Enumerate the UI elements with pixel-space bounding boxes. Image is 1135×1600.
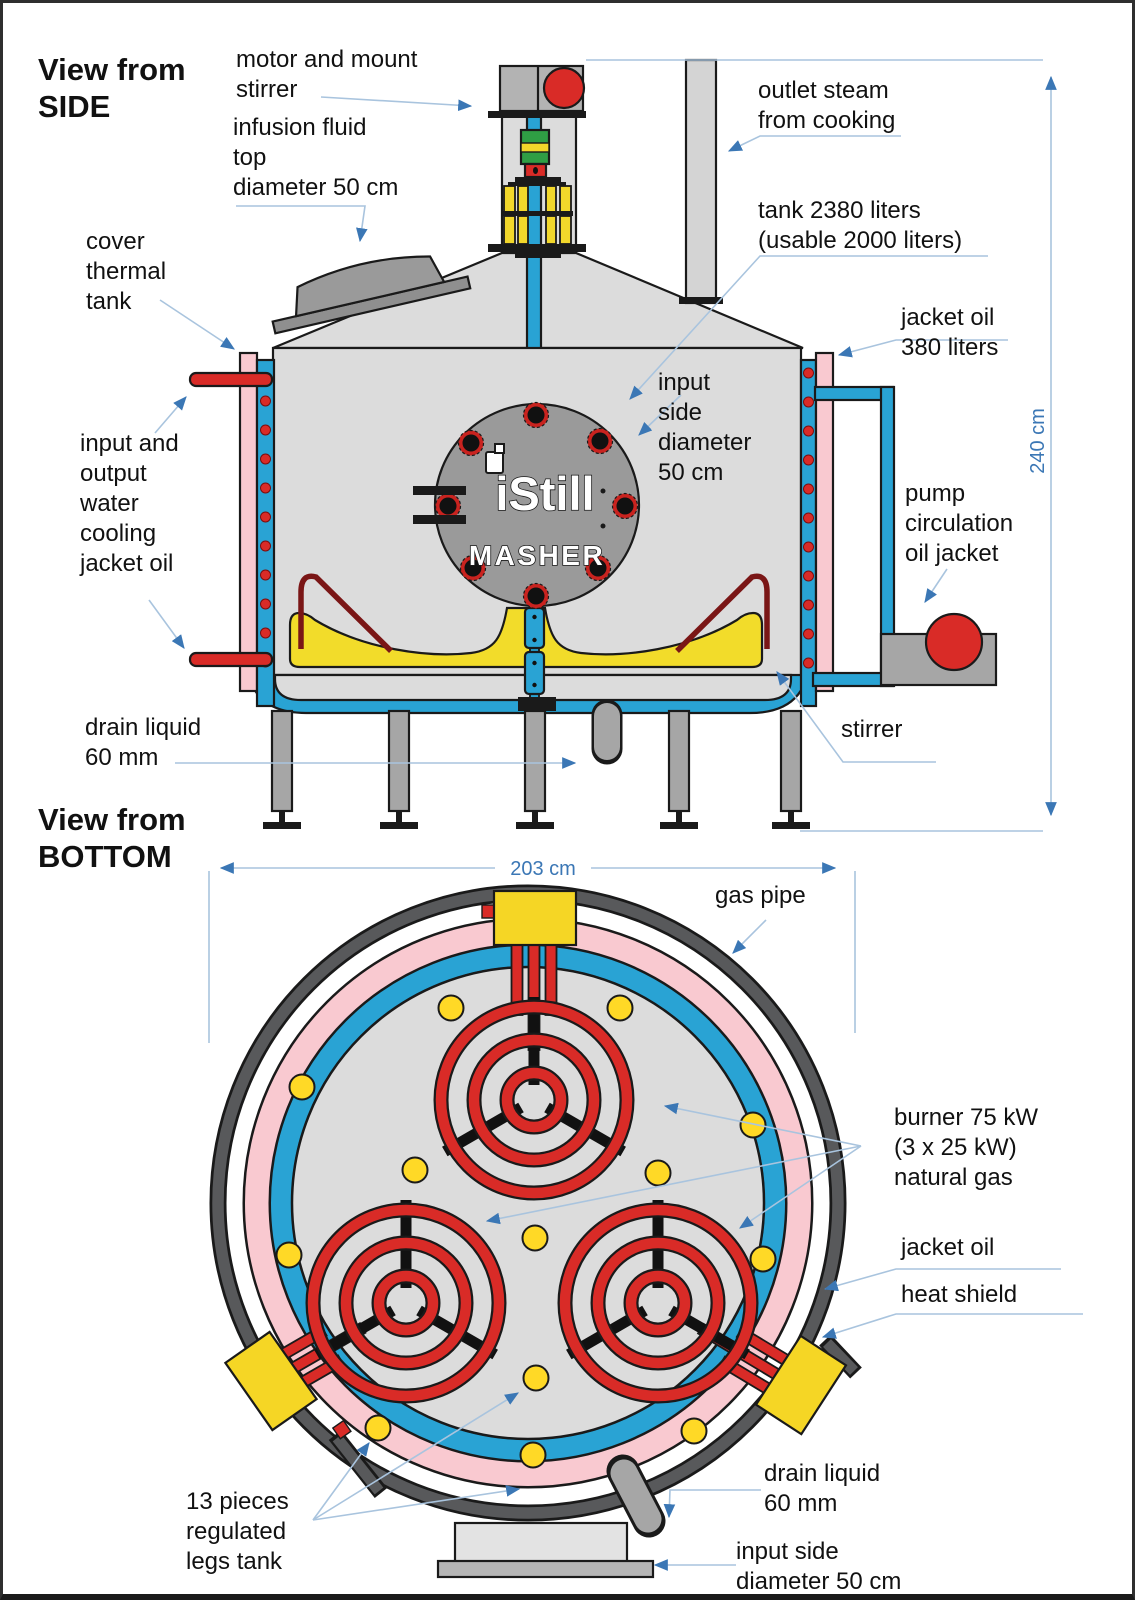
input-pedestal (436, 1521, 655, 1579)
gas-valve-box-right (754, 1334, 848, 1436)
label-pump: pump circulation oil jacket (905, 480, 1014, 567)
leader-burner-3 (739, 1145, 862, 1229)
leader-burner-2 (485, 1145, 862, 1225)
label-infusion: infusion fluid top diameter 50 cm (233, 114, 399, 201)
tank-legs (263, 709, 810, 829)
leader-input-side (638, 394, 682, 436)
side-view-title: View from SIDE (38, 52, 186, 124)
left-oil-jacket (238, 351, 276, 708)
oil-circulation-pipes (811, 385, 896, 688)
label-drain-bottom: drain liquid 60 mm (764, 1460, 881, 1517)
label-jacket-oil-380: jacket oil 380 liters (901, 304, 999, 361)
motor-cap (542, 66, 586, 110)
label-gas-pipe: gas pipe (715, 882, 806, 909)
thermal-cover (271, 255, 472, 335)
gas-connector (331, 1419, 352, 1440)
leader-drain-bottom (663, 1489, 761, 1519)
leg-positions (275, 994, 777, 1469)
leader-jacket-oil (837, 339, 1008, 358)
leader-jacket-oil-bottom (823, 1268, 1061, 1292)
water-cooling-pipes (188, 371, 274, 668)
label-outlet-steam: outlet steam from cooking (758, 77, 896, 134)
coupling-bars (503, 185, 572, 245)
label-water-cooling: input and output water cooling jacket oi… (80, 430, 179, 577)
label-tank-capacity: tank 2380 liters (usable 2000 liters) (758, 197, 963, 254)
stirrer-hook-left (298, 573, 393, 653)
logo-brand: iStill (495, 467, 594, 520)
stirrer-shaft-lower (518, 606, 556, 711)
manhole-bolts (434, 401, 639, 610)
manhole: iStill MASHER (413, 401, 641, 610)
dimension-203-label: 203 cm (510, 858, 576, 880)
kettle-icon (485, 443, 505, 474)
leader-water-top (154, 396, 187, 434)
label-cover: cover thermal tank (86, 228, 167, 315)
side-view-leaders: 240 cm (148, 59, 1057, 832)
label-stirrer: stirrer (841, 716, 903, 743)
leader-pump (924, 568, 948, 603)
leader-outlet (727, 135, 901, 152)
right-jacket-rivets (803, 367, 814, 669)
stirrer-hook-right (675, 573, 770, 653)
right-oil-jacket (799, 351, 835, 708)
steam-outlet-pipe (679, 58, 723, 305)
circulation-pump (879, 612, 998, 687)
leader-gas-pipe (732, 919, 767, 954)
label-jacket-oil-bottom: jacket oil (901, 1234, 995, 1261)
motor-assembly (488, 64, 586, 258)
leader-cover (159, 299, 235, 350)
dimension-240-label: 240 cm (1027, 408, 1049, 474)
label-legs: 13 pieces regulated legs tank (186, 1488, 289, 1575)
burner-top (433, 997, 635, 1201)
leader-stirrer (776, 671, 936, 763)
leader-legs-2 (312, 1392, 519, 1521)
bottom-view-drawing (209, 884, 862, 1579)
label-drain-side: drain liquid 60 mm (85, 714, 202, 771)
gas-valve-box-left (223, 1330, 319, 1432)
burner-left (305, 1200, 507, 1404)
leader-infusion (236, 205, 368, 243)
drain-pipe-bottom (606, 1454, 666, 1538)
logo-model: MASHER (469, 540, 605, 571)
label-burner: burner 75 kW (3 x 25 kW) natural gas (894, 1104, 1039, 1191)
leader-legs-1 (312, 1442, 370, 1521)
label-input-side-bottom: input side diameter 50 cm (736, 1538, 902, 1595)
leader-water-bottom (148, 599, 185, 649)
leader-tank-capacity (629, 255, 988, 400)
leader-burner-1 (663, 1102, 862, 1147)
label-motor-mount: motor and mount stirrer (236, 46, 418, 103)
leader-motor (320, 96, 473, 112)
side-view-drawing: iStill MASHER (188, 58, 998, 829)
diagram-canvas: iStill MASHER (148, 58, 1083, 1579)
bottom-view-title: View from BOTTOM (38, 802, 186, 874)
leader-legs-3 (312, 1485, 521, 1521)
burner-right (557, 1200, 759, 1404)
bottom-view-leaders: 203 cm (208, 858, 1083, 1571)
gas-valve-box-top (492, 889, 578, 947)
manhole-tick (413, 515, 466, 524)
label-heat-shield: heat shield (901, 1281, 1018, 1308)
label-input-side: input side diameter 50 cm (658, 369, 752, 486)
leader-heat-shield (821, 1313, 1083, 1339)
manhole-tick (413, 486, 466, 495)
